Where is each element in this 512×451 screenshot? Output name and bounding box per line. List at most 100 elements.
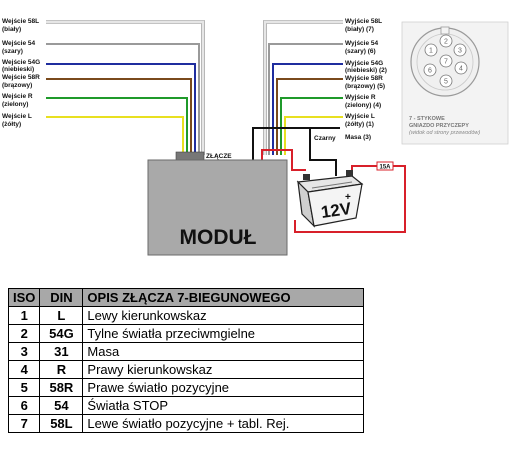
input-58r-name: Wejście 58R [2, 74, 40, 81]
output-58r-color: (brązowy) (5) [345, 83, 385, 90]
input-54g-name: Wejście 54G [2, 59, 40, 66]
cell-iso: 7 [7, 414, 41, 433]
output-labels: Wyjście 58L (biały) (7) Wyjście 54 (szar… [345, 18, 387, 141]
socket-pin-6 [423, 63, 437, 77]
table-row: 7 58L Lewe światło pozycyjne + tabl. Rej… [7, 414, 365, 433]
cell-description: Masa [82, 342, 365, 361]
table-row: 1 L Lewy kierunkowskaz [7, 306, 365, 325]
input-54-name: Wejście 54 [2, 40, 36, 47]
battery-label: 12V [320, 199, 353, 222]
cell-iso: 5 [7, 378, 41, 397]
output-wire-r [280, 97, 343, 155]
input-wire-58l [46, 21, 204, 155]
socket-pin-4-label: 4 [459, 66, 463, 73]
output-58l-color: (biały) (7) [345, 26, 374, 33]
input-wire-58r [46, 78, 192, 155]
table-header-row: ISO DIN OPIS ZŁĄCZA 7-BIEGUNOWEGO [7, 288, 365, 307]
input-l-name: Wejście L [2, 113, 32, 120]
output-wire-54g [272, 63, 343, 155]
cell-iso: 1 [7, 306, 41, 325]
output-wire-58l-outline [263, 20, 343, 155]
socket-pin-3 [453, 43, 467, 57]
input-58l-name: Wejście 58L [2, 18, 39, 25]
cell-iso: 3 [7, 342, 41, 361]
output-r-name: Wyjście R [345, 94, 376, 101]
cell-iso: 2 [7, 324, 41, 343]
fuse-label: 15A [379, 165, 391, 171]
socket-pin-6-label: 6 [428, 68, 432, 75]
input-wire-54g [46, 63, 196, 155]
cell-description: Prawe światło pozycyjne [82, 378, 365, 397]
header-din: DIN [39, 288, 84, 307]
socket-pin-1 [424, 43, 438, 57]
output-58l-name: Wyjście 58L [345, 18, 382, 25]
input-54g-color: (niebieski) [2, 66, 34, 73]
socket-pin-2 [439, 34, 453, 48]
header-iso: ISO [7, 288, 41, 307]
trailer-socket: 1 2 3 4 5 6 7 7 - STYKOWE GNIAZDO PRZYCZ… [401, 21, 509, 145]
cell-din: L [39, 306, 84, 325]
output-54g-color: (niebieski) (2) [345, 67, 387, 74]
battery-plus: + [345, 192, 351, 203]
cell-din: 54 [39, 396, 84, 415]
input-58r-color: (brązowy) [2, 82, 32, 89]
socket-pin-5-label: 5 [444, 79, 448, 86]
input-labels: Wejście 58L (biały) Wejście 54 (szary) W… [2, 18, 40, 128]
cell-din: 58L [39, 414, 84, 433]
cell-din: 58R [39, 378, 84, 397]
module-box [147, 159, 288, 256]
cell-iso: 6 [7, 396, 41, 415]
input-wires [46, 20, 205, 155]
input-54-color: (szary) [2, 48, 23, 55]
output-l-color: (żółty) (1) [345, 121, 374, 128]
socket-pin-1-label: 1 [429, 48, 433, 55]
socket-pin-5 [439, 74, 453, 88]
input-58l-color: (biały) [2, 26, 21, 33]
output-54g-name: Wyjście 54G [345, 60, 383, 67]
socket-pins [423, 34, 468, 88]
ground-wire [252, 127, 340, 176]
battery [296, 170, 364, 228]
socket-note: (widok od strony przewodów) [409, 130, 480, 136]
cell-description: Światła STOP [82, 396, 365, 415]
cell-description: Prawy kierunkowskaz [82, 360, 365, 379]
table-row: 4 R Prawy kierunkowskaz [7, 360, 365, 379]
module-label: MODUŁ [180, 226, 257, 249]
fuse [376, 161, 394, 171]
output-wire-58r [276, 78, 343, 155]
input-wire-54 [46, 43, 200, 155]
output-58r-name: Wyjście 58R [345, 75, 383, 82]
battery-terminal-negative [303, 174, 310, 180]
socket-pin-7-label: 7 [444, 59, 448, 66]
table-row: 2 54G Tylne światła przeciwmgielne [7, 324, 365, 343]
black-wire-label: Czarny [314, 135, 336, 142]
table-row: 3 31 Masa [7, 342, 365, 361]
socket-pin-3-label: 3 [458, 48, 462, 55]
socket-pin-2-label: 2 [444, 39, 448, 46]
cell-din: R [39, 360, 84, 379]
output-wires [263, 20, 343, 155]
cell-description: Lewy kierunkowskaz [82, 306, 365, 325]
cell-din: 54G [39, 324, 84, 343]
output-54-name: Wyjście 54 [345, 40, 379, 47]
socket-title-line2: GNIAZDO PRZYCZEPY [409, 123, 469, 129]
output-54-color: (szary) (6) [345, 48, 376, 55]
cell-description: Tylne światła przeciwmgielne [82, 324, 365, 343]
cell-iso: 4 [7, 360, 41, 379]
input-l-color: (żółty) [2, 121, 21, 128]
connector-label: ZŁĄCZE [206, 153, 232, 160]
table-row: 6 54 Światła STOP [7, 396, 365, 415]
input-wire-r [46, 97, 188, 155]
pin-table: ISO DIN OPIS ZŁĄCZA 7-BIEGUNOWEGO 1 L Le… [7, 288, 365, 433]
output-wire-58l [264, 21, 343, 155]
socket-title-line1: 7 - STYKOWE [409, 116, 445, 122]
cell-description: Lewe światło pozycyjne + tabl. Rej. [82, 414, 365, 433]
battery-terminal-positive [346, 170, 353, 176]
input-r-name: Wejście R [2, 93, 33, 100]
input-wire-l [46, 116, 184, 155]
output-wire-l [284, 116, 343, 155]
socket-pin-7 [439, 54, 453, 68]
output-r-color: (zielony) (4) [345, 102, 381, 109]
output-wire-54 [268, 43, 343, 155]
output-ground-name: Masa (3) [345, 134, 371, 141]
